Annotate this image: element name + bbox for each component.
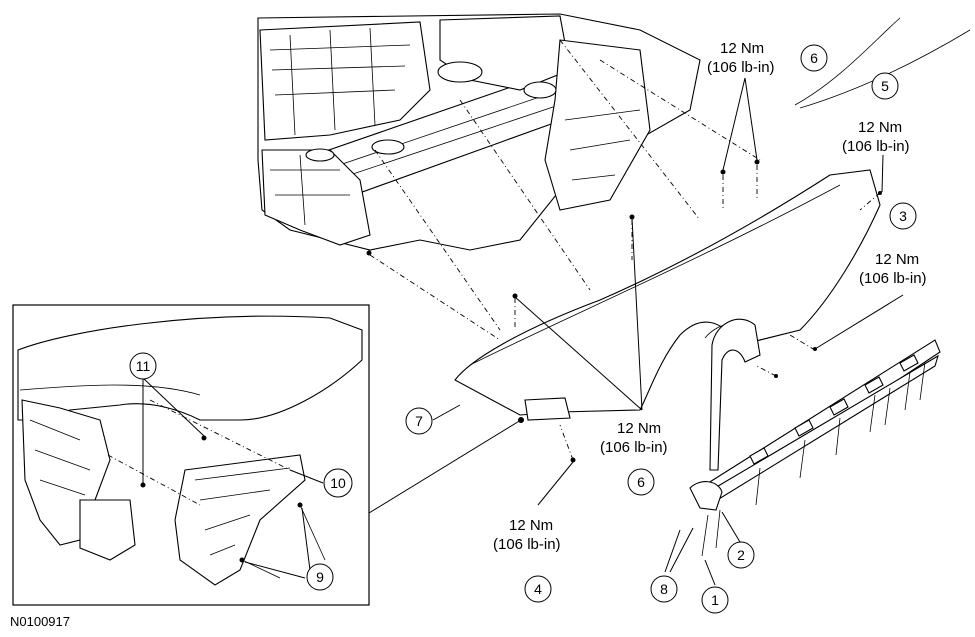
torque-value-3: 12 Nm	[875, 251, 919, 268]
torque-value-5: 12 Nm	[858, 119, 902, 136]
rocker-molding	[689, 339, 941, 511]
torque-spec-5: 12 Nm (106 lb-in)	[842, 119, 910, 155]
torque-spec-top: 12 Nm (106 lb-in)	[707, 40, 775, 76]
torque-value-6-bottom: 12 Nm	[617, 420, 661, 437]
callout-8-label: 8	[660, 581, 668, 597]
callout-11-label: 11	[136, 358, 151, 374]
fender-panel	[454, 169, 881, 421]
inset-reference-point	[518, 417, 524, 423]
vehicle-frame-structure	[257, 13, 701, 251]
callout-3: 3	[889, 202, 917, 230]
detail-inset	[12, 304, 370, 606]
torque-spec-3: 12 Nm (106 lb-in)	[859, 251, 927, 287]
callout-6-bottom: 6	[627, 468, 655, 496]
callout-2-label: 2	[737, 547, 745, 563]
leader-lines	[142, 77, 904, 586]
torque-spec-6-bottom: 12 Nm (106 lb-in)	[600, 420, 668, 456]
torque-imperial-4: (106 lb-in)	[493, 536, 561, 553]
callout-7: 7	[405, 407, 433, 435]
callout-9-label: 9	[316, 569, 324, 585]
callout-2: 2	[727, 541, 755, 569]
callout-6-top-label: 6	[810, 50, 818, 66]
callout-10-label: 10	[330, 475, 346, 491]
callout-9: 9	[306, 563, 334, 591]
torque-value-4: 12 Nm	[509, 517, 553, 534]
torque-imperial-6-bottom: (106 lb-in)	[600, 439, 668, 456]
callout-6-bottom-label: 6	[637, 474, 645, 490]
figure-code: N0100917	[10, 614, 70, 629]
torque-imperial-top: (106 lb-in)	[707, 59, 775, 76]
inset-connector-line	[368, 419, 522, 514]
callout-11: 11	[129, 352, 157, 380]
callout-1-label: 1	[711, 592, 719, 608]
torque-spec-4: 12 Nm (106 lb-in)	[493, 517, 561, 553]
callout-5-label: 5	[881, 78, 889, 94]
callout-8: 8	[650, 575, 678, 603]
callout-1: 1	[701, 586, 729, 614]
alignment-lines	[369, 39, 881, 461]
callout-5: 5	[871, 72, 899, 100]
callout-4-label: 4	[534, 581, 542, 597]
callout-7-label: 7	[415, 413, 423, 429]
torque-imperial-3: (106 lb-in)	[859, 270, 927, 287]
torque-imperial-5: (106 lb-in)	[842, 138, 910, 155]
callout-10: 10	[323, 468, 353, 498]
callout-4: 4	[524, 575, 552, 603]
callout-6-top: 6	[800, 44, 828, 72]
wheel-opening-molding	[709, 318, 761, 471]
torque-value-top: 12 Nm	[720, 40, 764, 57]
callout-3-label: 3	[899, 208, 907, 224]
rocker-screws	[701, 361, 926, 557]
